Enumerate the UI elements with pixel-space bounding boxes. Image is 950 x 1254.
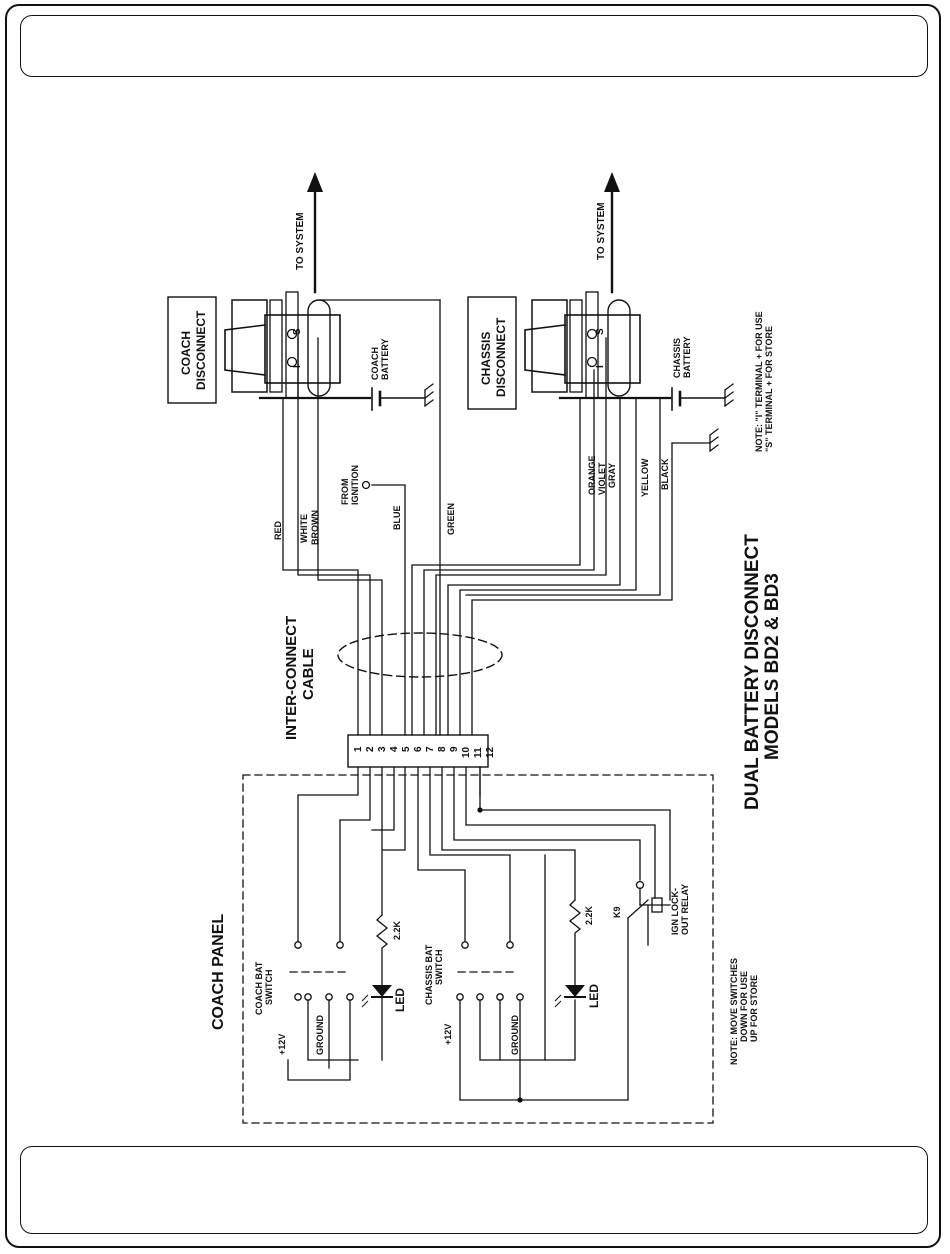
pin-7: 7 [425, 746, 436, 752]
interconnect-label-line2: CABLE [300, 648, 317, 700]
note-switches-line1: NOTE: MOVE SWITCHES [729, 958, 739, 1065]
note-switches-line2: DOWN FOR USE [739, 971, 749, 1042]
footer-band [20, 1146, 928, 1234]
terminal-s-coach: S [292, 328, 303, 335]
wire-label-brown: BROWN [310, 510, 320, 545]
header-band [20, 15, 928, 77]
connector-pin-labels: 1 2 3 4 5 6 7 8 9 10 11 12 [353, 746, 496, 758]
wire-label-white: WHITE [299, 514, 309, 543]
ign-relay-line1: IGN LOCK- [670, 888, 680, 935]
pin-2: 2 [365, 746, 376, 752]
coach-panel-title: COACH PANEL [210, 914, 227, 1030]
chassis-ground: GROUND [510, 1015, 520, 1055]
coach-ground: GROUND [315, 1015, 325, 1055]
wire-label-yellow: YELLOW [640, 458, 650, 497]
interconnect-label-line1: INTER-CONNECT [283, 616, 300, 740]
pin-10: 10 [461, 746, 472, 758]
chassis-bat-switch-line1: CHASSIS BAT [424, 944, 434, 1005]
to-system-label-coach: TO SYSTEM [295, 212, 306, 270]
coach-resistor-label: 2.2K [392, 920, 402, 940]
chassis-plus-12v: +12V [443, 1024, 453, 1045]
wire-label-black: BLACK [660, 458, 670, 490]
coach-battery-line2: BATTERY [380, 339, 390, 381]
coach-disconnect-line2: DISCONNECT [194, 310, 208, 390]
wire-label-orange: ORANGE [587, 455, 597, 495]
coach-disconnect-line1: COACH [179, 331, 193, 375]
pin-8: 8 [437, 746, 448, 752]
wire-label-gray: GRAY [607, 463, 617, 488]
from-ignition-line1: FROM [340, 479, 350, 506]
chassis-battery-line1: CHASSIS [672, 338, 682, 378]
coach-bat-switch-line2: SWITCH [264, 970, 274, 1006]
pin-11: 11 [473, 747, 484, 758]
pin-12: 12 [485, 746, 496, 758]
wire-label-green: GREEN [446, 503, 456, 535]
chassis-battery-line2: BATTERY [682, 337, 692, 379]
coach-disconnect-switch [224, 291, 341, 399]
pin-4: 4 [389, 746, 400, 752]
pin-9: 9 [449, 746, 460, 752]
chassis-disconnect-line2: DISCONNECT [494, 317, 508, 397]
pin-3: 3 [377, 746, 388, 752]
pin-1: 1 [353, 746, 364, 752]
terminal-s-chassis: S [595, 328, 606, 335]
coach-battery-line1: COACH [370, 347, 380, 380]
note-terminals-line2: "S" TERMINAL + FOR STORE [764, 326, 774, 452]
wire-label-violet: VIOLET [597, 462, 607, 495]
pin-6: 6 [413, 746, 424, 752]
title-line1: DUAL BATTERY DISCONNECT [742, 534, 763, 810]
chassis-led-label: LED [587, 984, 601, 1008]
title-line2: MODELS BD2 & BD3 [762, 573, 783, 760]
from-ignition-line2: IGNITION [350, 465, 360, 505]
ign-relay-line2: OUT RELAY [680, 884, 690, 935]
wire-label-blue: BLUE [392, 506, 402, 531]
chassis-disconnect-line1: CHASSIS [479, 332, 493, 385]
chassis-disconnect-switch [524, 291, 641, 399]
pin-5: 5 [401, 746, 412, 752]
to-system-label-chassis: TO SYSTEM [596, 202, 607, 260]
coach-plus-12v: +12V [277, 1034, 287, 1055]
terminal-i-chassis: I [595, 365, 606, 368]
chassis-disconnect-label: CHASSIS DISCONNECT [467, 296, 517, 410]
page-frame [5, 4, 941, 1248]
chassis-bat-switch-line2: SWITCH [434, 950, 444, 986]
note-switches-line3: UP FOR STORE [749, 975, 759, 1042]
chassis-resistor-label: 2.2K [584, 905, 594, 925]
k9-label: K9 [612, 906, 622, 918]
coach-bat-switch-line1: COACH BAT [254, 961, 264, 1015]
wire-label-red: RED [273, 520, 283, 540]
note-terminals-line1: NOTE: "I" TERMINAL + FOR USE [754, 311, 764, 452]
coach-led-label: LED [393, 988, 407, 1012]
coach-disconnect-label: COACH DISCONNECT [167, 296, 217, 404]
terminal-i-coach: I [292, 365, 303, 368]
